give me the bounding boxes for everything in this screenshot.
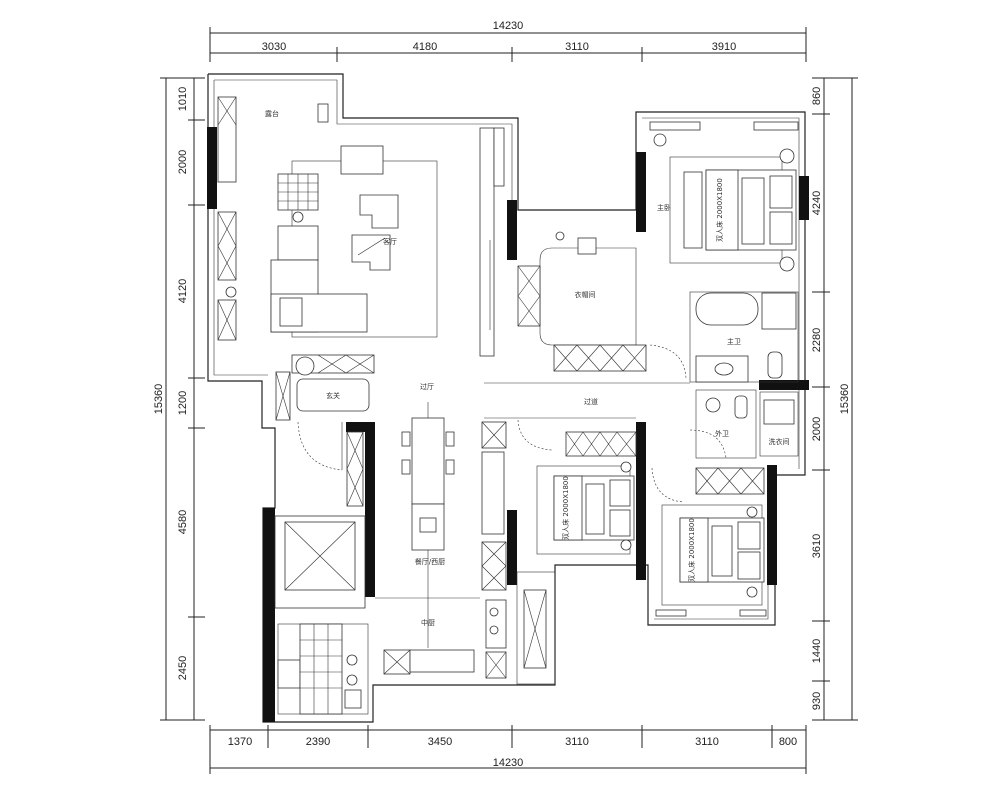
bottom-total-dimension: 14230 [493, 757, 524, 769]
top-total-dimension: 14230 [493, 20, 524, 32]
living-room: 客厅 [270, 145, 438, 338]
kitchen-window-bay [516, 571, 556, 685]
room-label-cloakroom: 衣帽间 [575, 290, 596, 299]
bottom-dimension-5: 3110 [695, 736, 719, 748]
right-dimension-5: 3610 [811, 534, 823, 558]
top-dimension-3: 3110 [565, 41, 589, 53]
left-dimension-6: 2450 [177, 656, 189, 680]
bottom-dimension-chain: 1370 2390 3450 3110 3110 800 14230 [209, 725, 807, 774]
kitchen: 中厨 [375, 597, 507, 679]
room-label-corridor: 过道 [584, 397, 598, 406]
left-dimension-1: 1010 [177, 87, 189, 111]
top-dimension-1: 3030 [262, 41, 286, 53]
door-swings [517, 344, 727, 503]
living-storage-cabinets [217, 211, 237, 341]
cloakroom: 衣帽间 [517, 231, 647, 372]
right-dimension-7: 930 [811, 692, 823, 710]
bed-tag-2: 双人床 2000X1800 [561, 476, 570, 540]
room-label-guest-bath: 外卫 [715, 429, 729, 438]
right-total-dimension: 15360 [839, 384, 851, 415]
right-dimension-1: 860 [811, 87, 823, 105]
right-dimension-6: 1440 [811, 639, 823, 663]
balcony: 露台 [217, 96, 329, 183]
room-label-balcony: 露台 [265, 109, 279, 118]
left-dimension-5: 4580 [177, 510, 189, 534]
bottom-dimension-2: 2390 [306, 736, 330, 748]
structural-columns [207, 127, 809, 722]
ottoman-grid [278, 174, 318, 210]
utility-room [277, 623, 369, 715]
dining-west-kitchen: 餐厅/西厨 [401, 402, 507, 648]
room-label-dining: 餐厅/西厨 [415, 557, 445, 566]
elevator-shaft [274, 515, 366, 609]
laundry: 洗衣间 [759, 391, 799, 457]
master-bath: 主卫 [689, 291, 799, 383]
hallway: 过厅 [420, 382, 434, 391]
dining-side-cabinet [346, 431, 364, 507]
left-dimension-chain: 15360 1010 2000 4120 1200 4580 2450 [153, 77, 205, 721]
top-dimension-4: 3910 [712, 41, 736, 53]
right-dimension-chain: 860 4240 2280 2000 3610 1440 930 15360 [811, 77, 858, 721]
left-dimension-4: 1200 [177, 391, 189, 415]
living-room-partition [479, 127, 505, 357]
corridor: 过道 [481, 382, 690, 449]
bed-3: 双人床 2000X1800 [679, 517, 765, 583]
master-bedroom: 双人床 2000X1800 主卧 [649, 121, 799, 272]
left-dimension-3: 4120 [177, 279, 189, 303]
bed-2: 双人床 2000X1800 [553, 475, 635, 541]
bedroom-2: 双人床 2000X1800 [536, 431, 637, 555]
left-total-dimension: 15360 [153, 384, 165, 415]
right-dimension-4: 2000 [811, 417, 823, 441]
room-label-living-room: 客厅 [383, 237, 397, 246]
master-bed: 双人床 2000X1800 [705, 169, 797, 251]
room-label-master-bedroom: 主卧 [657, 203, 671, 212]
bed-tag-3: 双人床 2000X1800 [687, 518, 696, 582]
room-label-laundry: 洗衣间 [769, 437, 790, 446]
bed-tag-master: 双人床 2000X1800 [715, 178, 724, 242]
room-label-foyer: 玄关 [326, 391, 340, 400]
top-dimension-2: 4180 [413, 41, 437, 53]
room-label-master-bath: 主卫 [727, 337, 741, 346]
foyer: 玄关 [275, 354, 375, 471]
bottom-dimension-3: 3450 [428, 736, 452, 748]
right-dimension-2: 4240 [811, 191, 823, 215]
bottom-dimension-4: 3110 [565, 736, 589, 748]
top-dimension-chain: 14230 3030 4180 3110 3910 [209, 20, 807, 62]
bottom-dimension-6: 800 [779, 736, 797, 748]
left-dimension-2: 2000 [177, 150, 189, 174]
bedroom-3: 双人床 2000X1800 [655, 467, 767, 617]
right-dimension-3: 2280 [811, 328, 823, 352]
bottom-dimension-1: 1370 [228, 736, 252, 748]
room-label-hallway: 过厅 [420, 382, 434, 391]
room-label-kitchen: 中厨 [421, 618, 435, 627]
guest-bath: 外卫 [695, 389, 757, 459]
